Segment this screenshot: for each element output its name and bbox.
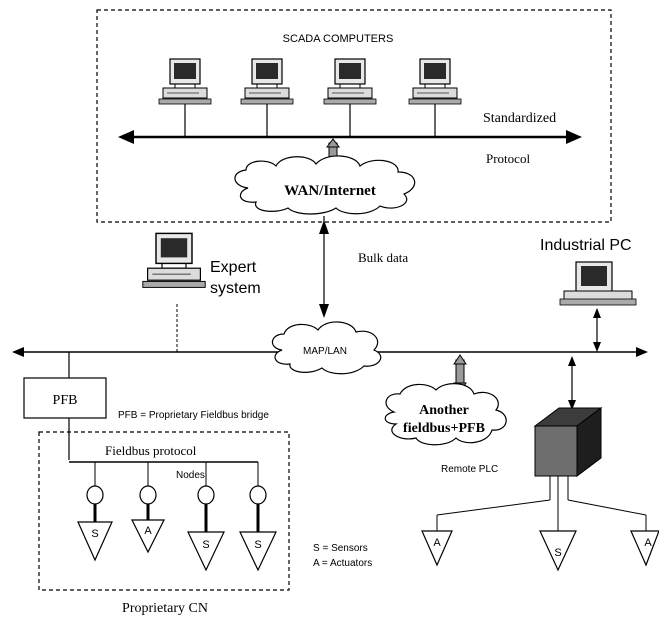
- legend-actuators: A = Actuators: [313, 558, 372, 569]
- fieldbus-node-3: [197, 485, 215, 505]
- proprietary-cn-box: [38, 431, 290, 591]
- actuator-triangle-1: [131, 519, 165, 554]
- scada-title: SCADA COMPUTERS: [283, 33, 394, 45]
- another-label-1: Another: [419, 403, 469, 418]
- bulk-data-label: Bulk data: [358, 250, 408, 265]
- industrial-pc-link: [593, 308, 601, 352]
- scada-box: [96, 9, 612, 223]
- pfb-label: PFB: [53, 393, 78, 408]
- remote-actuator-triangle-1: [421, 530, 453, 567]
- pfb-box: [23, 377, 107, 419]
- sensor-triangle-3: [239, 531, 277, 572]
- scada-computer-3: [323, 58, 377, 105]
- another-label-2: fieldbus+PFB: [403, 421, 485, 436]
- wan-cloud: [234, 155, 416, 215]
- map-lan-cloud: [271, 321, 382, 375]
- proprietary-cn-caption: Proprietary CN: [122, 601, 208, 616]
- remote-plc-link: [568, 356, 576, 410]
- remote-actuator-triangle-2: [630, 530, 659, 567]
- legend-sensors: S = Sensors: [313, 543, 368, 554]
- scada-computer-1: [158, 58, 212, 105]
- map-lan-label: MAP/LAN: [303, 346, 347, 357]
- scada-computer-2: [240, 58, 294, 105]
- bulk-data-arrow: [319, 216, 329, 318]
- wan-label: WAN/Internet: [284, 183, 376, 199]
- another-fieldbus-cloud: [384, 383, 507, 446]
- remote-plc-cube: [533, 407, 603, 477]
- industrial-pc-computer: [559, 261, 637, 306]
- fieldbus-drops: [93, 462, 260, 532]
- sensor-triangle-2: [187, 531, 225, 572]
- remote-plc-branches: [436, 476, 647, 531]
- expert-label-2: system: [210, 280, 261, 297]
- expert-system-computer: [142, 232, 206, 289]
- remote-plc-label: Remote PLC: [441, 464, 498, 475]
- scada-bus: [118, 130, 582, 144]
- remote-device-2-label: S: [554, 547, 561, 559]
- sensor-triangle-1: [77, 521, 113, 562]
- pfb-legend: PFB = Proprietary Fieldbus bridge: [118, 410, 269, 421]
- nodes-label: Nodes: [176, 470, 205, 481]
- industrial-pc-label: Industrial PC: [540, 237, 632, 254]
- fieldbus-device-4-label: S: [254, 539, 261, 551]
- fieldbus-device-3-label: S: [202, 539, 209, 551]
- protocol-label-1: Standardized: [483, 111, 556, 126]
- remote-device-3-label: A: [644, 537, 652, 549]
- scada-computer-4: [408, 58, 462, 105]
- fieldbus-protocol-label: Fieldbus protocol: [105, 443, 197, 458]
- fieldbus-node-2: [139, 485, 157, 505]
- fieldbus-device-1-label: S: [91, 528, 98, 540]
- remote-sensor-triangle: [539, 530, 577, 572]
- fieldbus-node-1: [86, 485, 104, 505]
- expert-label-1: Expert: [210, 259, 257, 276]
- fieldbus-device-2-label: A: [144, 525, 152, 537]
- fieldbus-node-4: [249, 485, 267, 505]
- protocol-label-2: Protocol: [486, 151, 530, 166]
- remote-device-1-label: A: [433, 537, 441, 549]
